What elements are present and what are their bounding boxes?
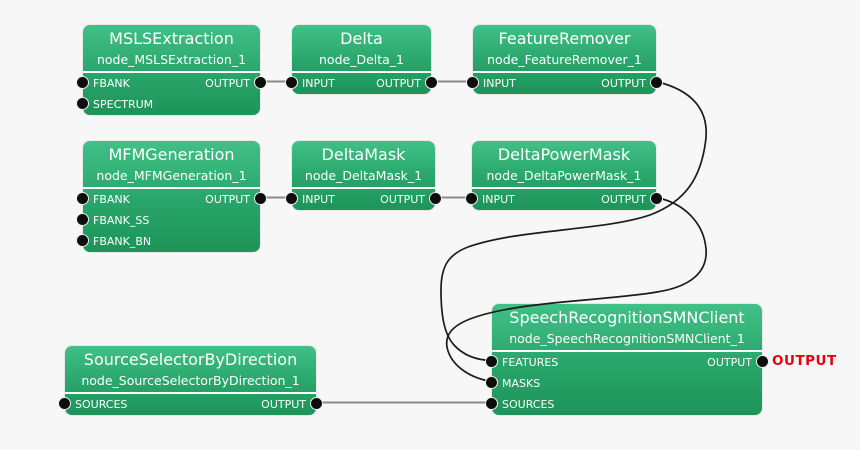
wire-deltapowermask-to-masks[interactable] — [445, 196, 707, 383]
port-row: FEATURES OUTPUT — [485, 352, 769, 373]
node-mslsextraction[interactable]: MSLSExtraction node_MSLSExtraction_1 FBA… — [76, 25, 267, 115]
port-output-label: OUTPUT — [707, 356, 752, 369]
node-subtitle: node_Delta_1 — [319, 52, 404, 67]
port-input-dot[interactable] — [285, 76, 298, 89]
node-subtitle: node_SpeechRecognitionSMNClient_1 — [509, 331, 745, 346]
node-subtitle: node_MFMGeneration_1 — [96, 168, 247, 183]
port-features-label: FEATURES — [502, 356, 559, 369]
node-header: MSLSExtraction node_MSLSExtraction_1 — [83, 27, 260, 73]
node-subtitle: node_DeltaMask_1 — [304, 168, 423, 183]
port-input-dot[interactable] — [285, 192, 298, 205]
node-subtitle: node_DeltaPowerMask_1 — [486, 168, 642, 183]
port-row: INPUT OUTPUT — [285, 189, 442, 210]
node-subtitle: node_FeatureRemover_1 — [487, 52, 642, 67]
port-spectrum-dot[interactable] — [76, 97, 89, 110]
port-features-dot[interactable] — [485, 355, 498, 368]
port-row: INPUT OUTPUT — [285, 73, 438, 94]
port-output-dot[interactable] — [650, 76, 663, 89]
port-output-dot[interactable] — [756, 355, 769, 368]
port-output-dot[interactable] — [425, 76, 438, 89]
port-sources-dot[interactable] — [58, 397, 71, 410]
port-fbank-bn-label: FBANK_BN — [93, 235, 152, 248]
wire-featureremover-to-features[interactable] — [440, 80, 708, 362]
port-fbank-bn-dot[interactable] — [76, 234, 89, 247]
port-input-label: INPUT — [302, 77, 335, 90]
port-input-label: INPUT — [483, 77, 516, 90]
port-output-dot[interactable] — [310, 397, 323, 410]
node-header: Delta node_Delta_1 — [292, 27, 431, 73]
node-title: Delta — [340, 29, 383, 48]
port-row: MASKS — [485, 373, 762, 394]
port-row: SPECTRUM — [76, 94, 260, 115]
node-mfmgeneration[interactable]: MFMGeneration node_MFMGeneration_1 FBANK… — [76, 141, 267, 252]
port-row: FBANK OUTPUT — [76, 189, 267, 210]
node-delta[interactable]: Delta node_Delta_1 INPUT OUTPUT — [285, 25, 438, 94]
node-header: SourceSelectorByDirection node_SourceSel… — [65, 348, 316, 394]
port-fbank-label: FBANK — [93, 77, 130, 90]
node-header: DeltaMask node_DeltaMask_1 — [292, 143, 435, 189]
node-header: FeatureRemover node_FeatureRemover_1 — [473, 27, 656, 73]
node-subtitle: node_MSLSExtraction_1 — [96, 52, 247, 67]
node-header: DeltaPowerMask node_DeltaPowerMask_1 — [472, 143, 656, 189]
port-output-label: OUTPUT — [601, 193, 646, 206]
port-fbank-label: FBANK — [93, 193, 130, 206]
node-title: MSLSExtraction — [109, 29, 234, 48]
port-output-label: OUTPUT — [376, 77, 421, 90]
port-output-label: OUTPUT — [205, 77, 250, 90]
port-output-label: OUTPUT — [261, 398, 306, 411]
port-output-dot[interactable] — [254, 192, 267, 205]
port-row: INPUT OUTPUT — [465, 189, 663, 210]
node-deltamask[interactable]: DeltaMask node_DeltaMask_1 INPUT OUTPUT — [285, 141, 442, 210]
node-title: SpeechRecognitionSMNClient — [509, 308, 745, 327]
node-title: FeatureRemover — [498, 29, 631, 48]
port-sources-dot[interactable] — [485, 397, 498, 410]
port-masks-dot[interactable] — [485, 376, 498, 389]
port-output-dot[interactable] — [254, 76, 267, 89]
port-input-label: INPUT — [302, 193, 335, 206]
node-header: SpeechRecognitionSMNClient node_SpeechRe… — [492, 306, 762, 352]
node-title: DeltaPowerMask — [497, 145, 631, 164]
port-masks-label: MASKS — [502, 377, 541, 390]
port-fbank-ss-label: FBANK_SS — [93, 214, 150, 227]
node-title: SourceSelectorByDirection — [83, 350, 298, 369]
port-row: FBANK_BN — [76, 231, 260, 252]
port-fbank-ss-dot[interactable] — [76, 213, 89, 226]
port-row: FBANK_SS — [76, 210, 260, 231]
port-row: SOURCES — [485, 394, 762, 415]
port-sources-label: SOURCES — [502, 398, 555, 411]
port-row: INPUT OUTPUT — [466, 73, 663, 94]
network-output-terminal-label: OUTPUT — [772, 353, 837, 369]
port-output-dot[interactable] — [650, 192, 663, 205]
node-sourceselectorbydirection[interactable]: SourceSelectorByDirection node_SourceSel… — [58, 346, 323, 415]
node-title: DeltaMask — [321, 145, 406, 164]
node-title: MFMGeneration — [108, 145, 235, 164]
port-input-label: INPUT — [482, 193, 515, 206]
node-deltapowermask[interactable]: DeltaPowerMask node_DeltaPowerMask_1 INP… — [465, 141, 663, 210]
port-row: SOURCES OUTPUT — [58, 394, 323, 415]
port-spectrum-label: SPECTRUM — [93, 98, 154, 111]
port-input-dot[interactable] — [466, 76, 479, 89]
port-input-dot[interactable] — [465, 192, 478, 205]
port-output-label: OUTPUT — [205, 193, 250, 206]
port-output-label: OUTPUT — [380, 193, 425, 206]
node-featureremover[interactable]: FeatureRemover node_FeatureRemover_1 INP… — [466, 25, 663, 94]
port-output-dot[interactable] — [429, 192, 442, 205]
port-row: FBANK OUTPUT — [76, 73, 267, 94]
node-speechrecognitionsmnclient[interactable]: SpeechRecognitionSMNClient node_SpeechRe… — [485, 304, 769, 415]
node-header: MFMGeneration node_MFMGeneration_1 — [83, 143, 260, 189]
port-output-label: OUTPUT — [601, 77, 646, 90]
port-sources-label: SOURCES — [75, 398, 128, 411]
port-fbank-dot[interactable] — [76, 192, 89, 205]
port-fbank-dot[interactable] — [76, 76, 89, 89]
node-subtitle: node_SourceSelectorByDirection_1 — [81, 373, 300, 388]
